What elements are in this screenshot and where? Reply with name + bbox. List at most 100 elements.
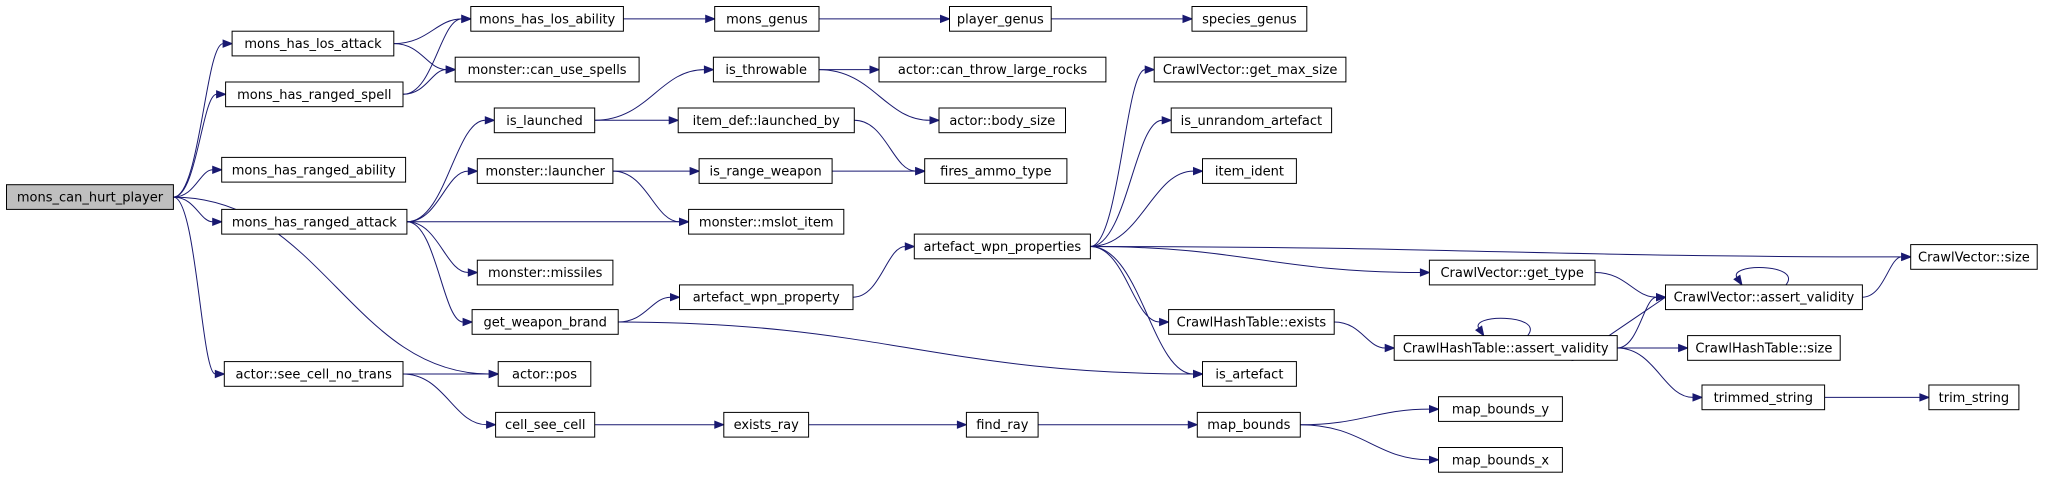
node-find-ray[interactable]: find_ray: [965, 411, 1039, 438]
node-box: [476, 158, 614, 184]
edge-arrowhead: [467, 268, 479, 277]
edge-arrowhead: [940, 14, 951, 24]
edge-arrowhead: [1384, 343, 1396, 353]
node-label: actor::body_size: [949, 114, 1055, 129]
node-monster-launcher[interactable]: monster::launcher: [476, 158, 614, 184]
node-map-bounds-x[interactable]: map_bounds_x: [1438, 447, 1563, 473]
edge-is-launched-to-item-def-launched-by: [594, 116, 680, 125]
node-box: [6, 184, 174, 210]
node-is-launched[interactable]: is_launched: [493, 107, 596, 134]
edge-line: [173, 196, 216, 375]
node-mons-has-los-ability[interactable]: mons_has_los_ability: [470, 6, 624, 32]
node-actor-pos[interactable]: actor::pos: [497, 361, 592, 387]
edge-line: [618, 321, 1194, 375]
edge-crawlhashtable-assert-validity-to-crawlhashtable-assert-validity: [1475, 317, 1531, 337]
node-actor-can-throw-large-rocks[interactable]: actor::can_throw_large_rocks: [878, 56, 1107, 83]
node-map-bounds[interactable]: map_bounds: [1196, 411, 1301, 438]
node-actor-see-cell-no-trans[interactable]: actor::see_cell_no_trans: [223, 361, 404, 387]
node-box: [1910, 244, 2038, 270]
edge-arrowhead: [1678, 343, 1689, 353]
node-player-genus[interactable]: player_genus: [949, 6, 1052, 32]
node-item-ident[interactable]: item_ident: [1202, 158, 1297, 184]
node-label: mons_has_los_attack: [244, 37, 382, 52]
edge-arrowhead: [222, 39, 234, 48]
edge-line: [393, 43, 447, 71]
edge-arrowhead: [1733, 274, 1743, 287]
edge-arrowhead: [689, 166, 701, 176]
node-crawlhashtable-size[interactable]: CrawlHashTable::size: [1687, 335, 1841, 361]
edge-monster-launcher-to-monster-mslot-item: [612, 170, 690, 227]
edge-arrowhead: [1475, 325, 1485, 337]
node-mons-has-ranged-spell[interactable]: mons_has_ranged_spell: [225, 81, 404, 108]
node-artefact-wpn-property[interactable]: artefact_wpn_property: [679, 284, 854, 311]
edge-line: [852, 246, 906, 298]
node-box: [677, 107, 855, 134]
node-crawlvector-get-max-size[interactable]: CrawlVector::get_max_size: [1153, 56, 1347, 83]
node-mons-has-ranged-attack[interactable]: mons_has_ranged_attack: [221, 208, 408, 235]
edge-crawlvector-assert-validity-to-crawlvector-size: [1862, 252, 1913, 298]
node-box: [1428, 259, 1596, 286]
node-is-throwable[interactable]: is_throwable: [712, 56, 820, 83]
node-label: mons_genus: [726, 12, 808, 27]
node-item-def-launched-by[interactable]: item_def::launched_by: [677, 107, 855, 134]
node-label: artefact_wpn_properties: [923, 240, 1081, 255]
node-crawlhashtable-exists[interactable]: CrawlHashTable::exists: [1168, 309, 1335, 335]
node-monster-mslot-item[interactable]: monster::mslot_item: [688, 208, 845, 235]
node-fires-ammo-type[interactable]: fires_ammo_type: [924, 158, 1068, 184]
node-actor-body-size[interactable]: actor::body_size: [938, 107, 1066, 134]
node-box: [712, 56, 820, 83]
node-label: is_range_weapon: [709, 165, 821, 180]
edge-artefact-wpn-properties-to-item-ident: [1090, 166, 1204, 247]
edge-map-bounds-to-map-bounds-x: [1300, 424, 1440, 465]
node-crawlvector-get-type[interactable]: CrawlVector::get_type: [1428, 259, 1596, 286]
node-species-genus[interactable]: species_genus: [1191, 6, 1308, 32]
edge-is-throwable-to-actor-body-size: [818, 69, 941, 125]
edge-mons-has-ranged-attack-to-is-launched: [406, 116, 496, 223]
node-label: CrawlVector::get_max_size: [1163, 63, 1337, 78]
node-is-artefact[interactable]: is_artefact: [1202, 361, 1297, 387]
edge-line: [1617, 347, 1694, 398]
node-map-bounds-y[interactable]: map_bounds_y: [1438, 396, 1563, 422]
edge-arrowhead: [705, 14, 717, 24]
node-monster-can-use-spells[interactable]: monster::can_use_spells: [454, 56, 640, 83]
node-box: [495, 411, 596, 438]
node-box: [723, 411, 810, 438]
edge-crawlvector-assert-validity-to-crawlvector-assert-validity: [1733, 267, 1789, 287]
edge-arrowhead: [488, 369, 500, 379]
node-exists-ray[interactable]: exists_ray: [723, 411, 810, 438]
node-crawlvector-size[interactable]: CrawlVector::size: [1910, 244, 2038, 270]
node-is-unrandom-artefact[interactable]: is_unrandom_artefact: [1170, 107, 1333, 134]
edge-crawlhashtable-assert-validity-to-trimmed-string: [1617, 347, 1704, 402]
edge-mons-can-hurt-player-to-actor-see-cell-no-trans: [173, 196, 226, 379]
edge-arrowhead: [1144, 65, 1156, 74]
node-is-range-weapon[interactable]: is_range_weapon: [698, 158, 833, 184]
node-label: mons_has_ranged_spell: [237, 88, 391, 103]
node-cell-see-cell[interactable]: cell_see_cell: [495, 411, 596, 438]
node-label: actor::pos: [512, 368, 577, 383]
edge-arrowhead: [216, 90, 227, 99]
node-box: [1438, 447, 1563, 473]
edge-line: [1477, 317, 1531, 336]
node-get-weapon-brand[interactable]: get_weapon_brand: [471, 309, 619, 335]
node-label: fires_ammo_type: [940, 165, 1051, 180]
node-crawlhashtable-assert-validity[interactable]: CrawlHashTable::assert_validity: [1393, 335, 1618, 361]
node-monster-missiles[interactable]: monster::missiles: [476, 259, 614, 286]
node-mons-has-los-attack[interactable]: mons_has_los_attack: [231, 30, 395, 57]
node-artefact-wpn-properties[interactable]: artefact_wpn_properties: [913, 233, 1091, 260]
node-trimmed-string[interactable]: trimmed_string: [1701, 384, 1826, 411]
node-mons-genus[interactable]: mons_genus: [714, 6, 820, 32]
edge-arrowhead: [1919, 393, 1931, 402]
node-trim-string[interactable]: trim_string: [1928, 384, 2020, 411]
node-label: actor::can_throw_large_rocks: [898, 63, 1088, 78]
node-mons-has-ranged-ability[interactable]: mons_has_ranged_ability: [221, 156, 407, 183]
edge-artefact-wpn-properties-to-is-artefact: [1090, 246, 1204, 379]
node-crawlvector-assert-validity[interactable]: CrawlVector::assert_validity: [1665, 284, 1863, 311]
node-box: [1153, 56, 1347, 83]
node-box: [1438, 396, 1563, 422]
node-box: [1196, 411, 1301, 438]
edge-line: [1735, 267, 1789, 286]
node-mons-can-hurt-player[interactable]: mons_can_hurt_player: [6, 184, 174, 210]
edge-mons-genus-to-player-genus: [819, 14, 951, 24]
edge-trimmed-string-to-trim-string: [1824, 393, 1931, 402]
node-label: trimmed_string: [1714, 391, 1813, 406]
